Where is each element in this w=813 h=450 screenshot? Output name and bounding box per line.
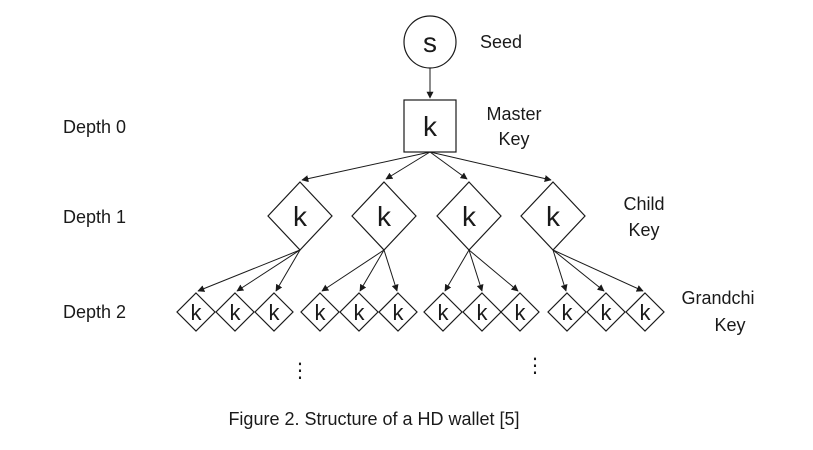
master-key-label-line-2: Key — [498, 129, 529, 149]
depth-1-label: Depth 1 — [63, 207, 126, 227]
grandchild-key-node: k — [254, 292, 294, 332]
grandchild-key-node-text: k — [269, 300, 281, 325]
edge-child-to-grandchild — [383, 249, 399, 292]
edge-child-to-grandchild — [236, 249, 301, 292]
edges — [197, 68, 644, 292]
edge-master-to-child — [429, 151, 468, 180]
depth-2-label: Depth 2 — [63, 302, 126, 322]
edge-child-to-grandchild — [468, 249, 519, 292]
grandchild-key-node-text: k — [230, 300, 242, 325]
grandchild-key-node: k — [462, 292, 502, 332]
child-key-node-text: k — [546, 201, 561, 232]
edge-child-to-grandchild — [552, 249, 605, 292]
grandchild-key-node-text: k — [477, 300, 489, 325]
edge-child-to-grandchild — [359, 249, 385, 292]
grandchild-key-node: k — [215, 292, 255, 332]
continuation-marker-right: ⋮ — [525, 355, 545, 377]
child-key-node-text: k — [293, 201, 308, 232]
figure-caption: Figure 2. Structure of a HD wallet [5] — [228, 409, 519, 429]
edge-child-to-grandchild — [275, 249, 301, 292]
seed-node: s — [403, 15, 457, 69]
master-key-box — [403, 99, 457, 153]
master-key-node: k — [403, 99, 457, 153]
seed-label: Seed — [480, 32, 522, 52]
edge-child-to-grandchild — [552, 249, 644, 292]
master-key-label-line-1: Master — [486, 104, 541, 124]
edge-master-to-child — [429, 151, 552, 182]
edge-child-to-grandchild — [468, 249, 484, 292]
child-key-node: k — [436, 181, 502, 251]
edge-child-to-grandchild — [321, 249, 385, 292]
child-key-node-text: k — [462, 201, 477, 232]
grandchild-key-node: k — [625, 292, 665, 332]
child-key-node: k — [520, 181, 586, 251]
edge-master-to-child — [385, 151, 431, 180]
grandchild-key-node: k — [300, 292, 340, 332]
grandchild-key-node-text: k — [438, 300, 450, 325]
grandchild-key-node: k — [423, 292, 463, 332]
child-key-node: k — [267, 181, 333, 251]
grandchild-key-node-text: k — [562, 300, 574, 325]
edge-child-to-grandchild — [444, 249, 470, 292]
grandchild-key-node-text: k — [640, 300, 652, 325]
grandchild-key-node-text: k — [393, 300, 405, 325]
edge-master-to-child — [301, 151, 431, 183]
depth-0-label: Depth 0 — [63, 117, 126, 137]
grandchild-key-node: k — [547, 292, 587, 332]
grandchild-key-node-text: k — [515, 300, 527, 325]
child-key-label-line-2: Key — [628, 220, 659, 240]
edge-child-to-grandchild — [552, 249, 568, 292]
child-key-node: k — [351, 181, 417, 251]
grandchild-key-node: k — [176, 292, 216, 332]
child-key-label-line-1: Child — [623, 194, 664, 214]
grandchild-key-label-line-2: Key — [714, 315, 745, 335]
grandchild-key-node-text: k — [354, 300, 366, 325]
grandchild-key-node-text: k — [191, 300, 203, 325]
grandchild-key-node-text: k — [601, 300, 613, 325]
master-key-node-text: k — [423, 111, 438, 142]
edge-child-to-grandchild — [197, 249, 301, 292]
grandchild-key-node-text: k — [315, 300, 327, 325]
seed-node-text: s — [423, 27, 437, 58]
grandchild-key-label-line-1: Grandchi — [681, 288, 754, 308]
child-key-node-text: k — [377, 201, 392, 232]
grandchild-key-node: k — [339, 292, 379, 332]
seed-circle — [403, 15, 457, 69]
grandchild-key-node: k — [378, 292, 418, 332]
grandchild-key-node: k — [500, 292, 540, 332]
continuation-marker-left: ⋮ — [290, 360, 310, 382]
grandchild-key-node: k — [586, 292, 626, 332]
